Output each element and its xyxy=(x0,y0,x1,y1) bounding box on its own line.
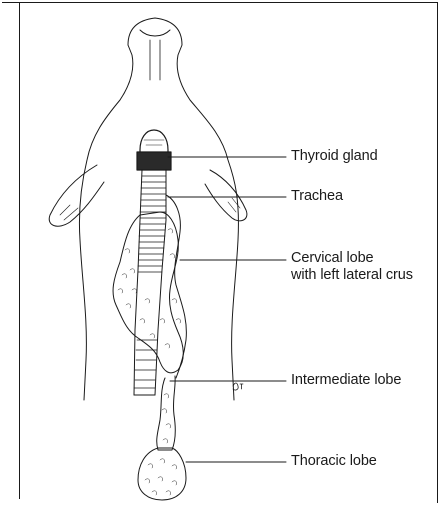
label-cervical-lobe-crus: with left lateral crus xyxy=(291,267,413,284)
leader-lines xyxy=(168,157,286,462)
intermediate-lobe xyxy=(157,376,176,450)
label-trachea: Trachea xyxy=(291,188,343,205)
label-cervical-lobe: Cervical lobe xyxy=(291,250,374,267)
label-thoracic-lobe: Thoracic lobe xyxy=(291,453,377,470)
animal-outline xyxy=(79,18,238,400)
trachea xyxy=(134,170,166,395)
thoracic-lobe xyxy=(138,448,186,500)
label-thyroid-gland: Thyroid gland xyxy=(291,148,378,165)
artist-signature xyxy=(233,383,243,390)
left-ear xyxy=(49,165,104,226)
label-intermediate-lobe: Intermediate lobe xyxy=(291,372,401,389)
right-ear xyxy=(205,170,247,221)
thyroid-gland xyxy=(137,130,171,170)
cervical-lobe xyxy=(113,195,186,378)
